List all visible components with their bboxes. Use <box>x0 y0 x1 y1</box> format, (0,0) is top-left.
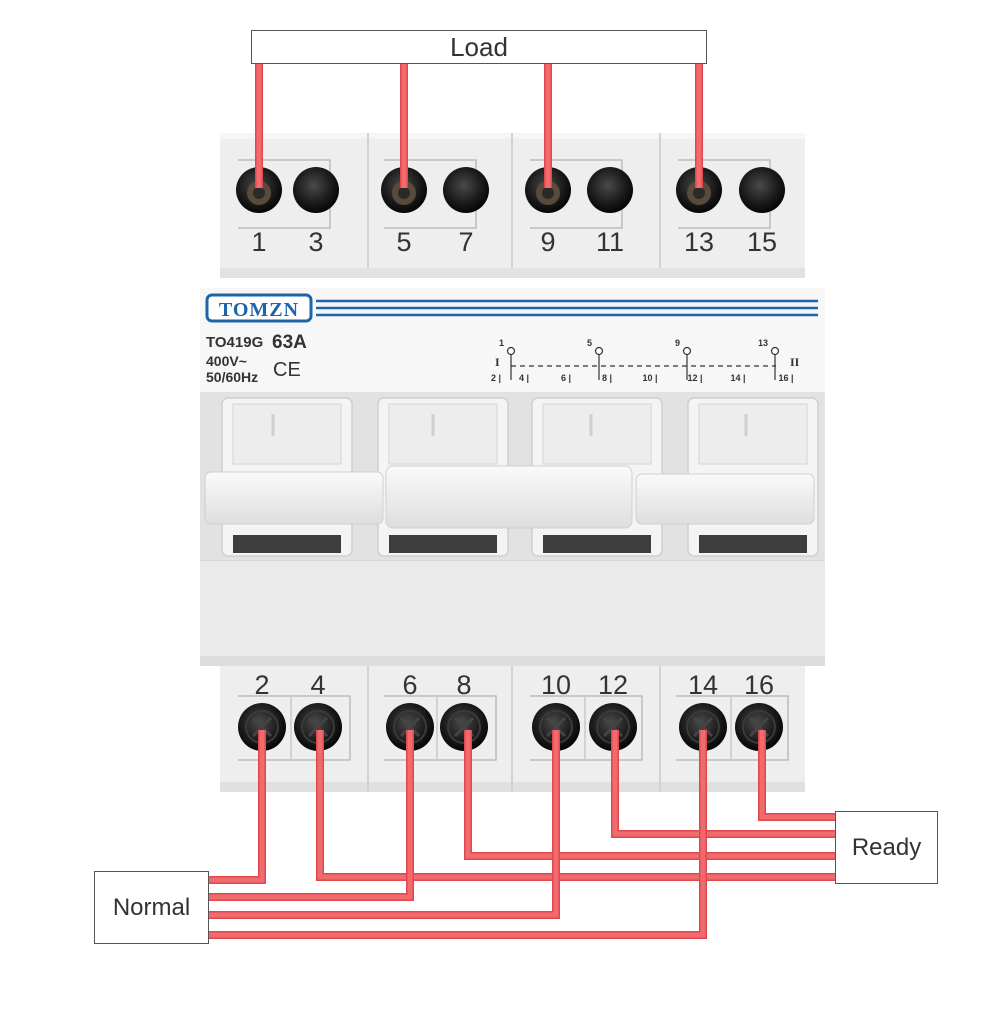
terminal-screw-6 <box>386 703 434 751</box>
schematic-contact-8: 8 | <box>602 373 612 383</box>
terminal-number-6: 6 <box>402 670 417 700</box>
terminal-number-9: 9 <box>540 227 555 257</box>
terminal-screw-5 <box>381 167 427 213</box>
ready-wire-8 <box>464 730 835 860</box>
load-label-box: Load <box>251 30 707 64</box>
terminal-screw-9 <box>525 167 571 213</box>
terminal-screw-10 <box>532 703 580 751</box>
normal-label-box: Normal <box>94 871 209 944</box>
terminal-number-10: 10 <box>541 670 571 700</box>
schematic-contact-4: 4 | <box>519 373 529 383</box>
schematic-contact-6: 6 | <box>561 373 571 383</box>
terminal-number-1: 1 <box>251 227 266 257</box>
wiring <box>207 62 835 939</box>
ce-mark: CE <box>273 359 301 381</box>
terminal-number-5: 5 <box>396 227 411 257</box>
terminal-number-2: 2 <box>254 670 269 700</box>
terminal-screw-14 <box>679 703 727 751</box>
normal-wire-10 <box>207 730 560 919</box>
terminal-screw-1 <box>236 167 282 213</box>
load-label: Load <box>450 31 508 62</box>
switch-schematic: I II 1 5 9 13 2 | 4 | 6 | 8 | 10 | 12 | 14 | 16 | <box>491 338 800 383</box>
schematic-contact-14: 14 | <box>730 373 745 383</box>
terminal-screw-12 <box>589 703 637 751</box>
terminal-screw-15 <box>739 167 785 213</box>
schematic-contact-10: 10 | <box>642 373 657 383</box>
schematic-common-5: 5 <box>587 338 592 348</box>
schematic-common-13: 13 <box>758 338 768 348</box>
bottom-screw-terminals <box>238 703 783 751</box>
terminal-number-16: 16 <box>744 670 774 700</box>
terminal-screw-2 <box>238 703 286 751</box>
schematic-contact-16: 16 | <box>778 373 793 383</box>
ready-wire-4 <box>316 730 835 881</box>
terminal-screw-4 <box>294 703 342 751</box>
schematic-contact-12: 12 | <box>687 373 702 383</box>
terminal-screw-13 <box>676 167 722 213</box>
normal-wire-6 <box>207 730 414 901</box>
brand-stripes <box>316 299 818 317</box>
normal-wire-14 <box>207 730 707 939</box>
frequency-rating: 50/60Hz <box>206 369 258 385</box>
terminal-number-12: 12 <box>598 670 628 700</box>
terminal-screw-11 <box>587 167 633 213</box>
terminal-number-7: 7 <box>458 227 473 257</box>
ready-label: Ready <box>851 833 922 861</box>
terminal-number-3: 3 <box>308 227 323 257</box>
normal-label: Normal <box>112 893 191 921</box>
position-2-label: II <box>790 355 800 369</box>
terminal-screw-8 <box>440 703 488 751</box>
top-screw-terminals <box>236 167 785 213</box>
ready-label-box: Ready <box>835 811 938 884</box>
schematic-common-9: 9 <box>675 338 680 348</box>
position-1-label: I <box>495 355 500 369</box>
terminal-number-14: 14 <box>688 670 718 700</box>
terminal-number-13: 13 <box>684 227 714 257</box>
schematic-common-1: 1 <box>499 338 504 348</box>
brand-logo: TOMZN <box>205 293 313 323</box>
terminal-number-11: 11 <box>596 227 624 257</box>
current-rating: 63A <box>272 332 307 353</box>
normal-wire-2 <box>207 730 266 884</box>
terminal-number-4: 4 <box>310 670 325 700</box>
terminal-number-15: 15 <box>747 227 777 257</box>
voltage-rating: 400V~ <box>206 353 247 369</box>
schematic-contact-2: 2 | <box>491 373 501 383</box>
brand-logo-text: TOMZN <box>219 299 299 321</box>
terminal-screw-7 <box>443 167 489 213</box>
terminal-number-8: 8 <box>456 670 471 700</box>
model-number: TO419G <box>206 334 263 351</box>
terminal-screw-3 <box>293 167 339 213</box>
ready-wire-16 <box>758 730 835 821</box>
ready-wire-12 <box>611 730 835 838</box>
bottom-terminal-numbers: 2 4 6 8 10 12 14 16 <box>254 670 774 700</box>
tie-bar-handle[interactable] <box>204 465 815 529</box>
